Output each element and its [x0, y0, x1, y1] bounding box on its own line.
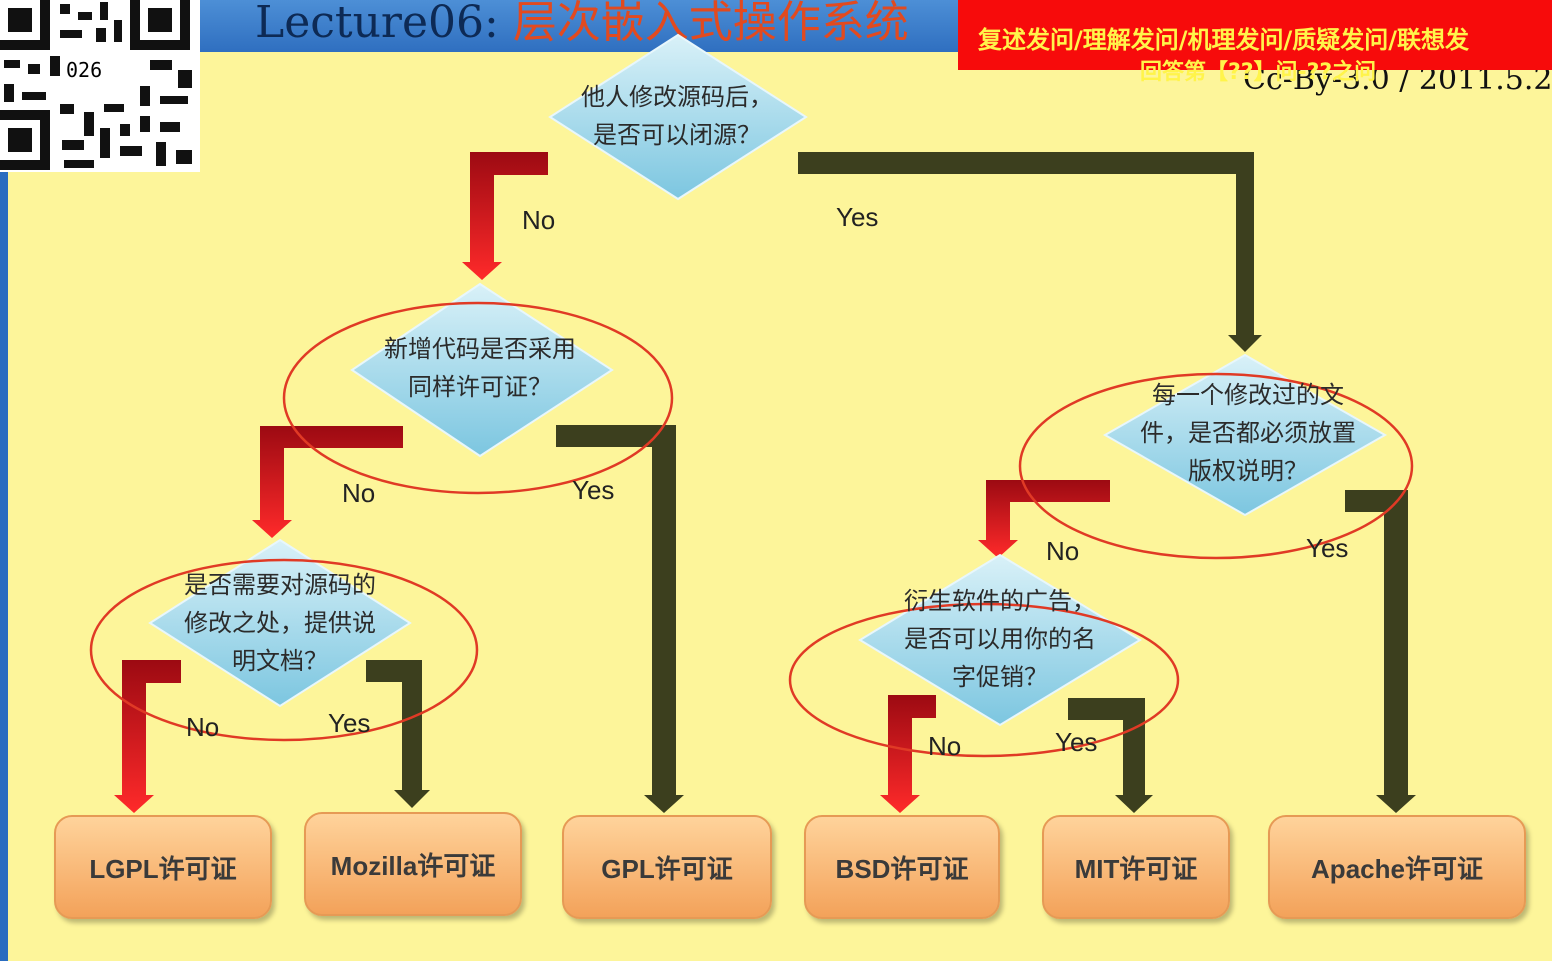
decision-line: 同样许可证？	[408, 373, 552, 401]
decision-name-promotion: 衍生软件的广告， 是否可以用你的名 字促销？	[870, 582, 1130, 696]
decision-line: 件，是否都必须放置	[1140, 419, 1356, 447]
branch-label-no: No	[186, 712, 220, 742]
decision-line: 每一个修改过的文	[1152, 381, 1344, 409]
decision-line: 是否可以闭源？	[593, 121, 761, 149]
license-box-bsd: BSD许可证	[804, 815, 1000, 919]
decision-line: 版权说明？	[1188, 457, 1308, 485]
qr-code-icon	[0, 0, 200, 172]
banner-answer-note: 回答第【??】问-??之问	[1140, 60, 1377, 85]
decision-diamonds	[148, 33, 1388, 727]
decision-line: 明文档？	[232, 647, 328, 675]
yes-arrows	[366, 152, 1416, 813]
diamond-name-promotion	[858, 553, 1142, 727]
branch-label-no: No	[1046, 536, 1080, 566]
license-box-mozilla: Mozilla许可证	[304, 812, 522, 916]
decision-closed-source: 他人修改源码后， 是否可以闭源？	[557, 78, 797, 154]
license-box-lgpl: LGPL许可证	[54, 815, 272, 919]
decision-line: 字促销？	[952, 663, 1048, 691]
license-box-apache: Apache许可证	[1268, 815, 1526, 919]
decision-line: 修改之处，提供说	[184, 609, 376, 637]
decision-line: 是否可以用你的名	[904, 625, 1096, 653]
branch-label-no: No	[522, 205, 556, 235]
decision-document-changes: 是否需要对源码的 修改之处，提供说 明文档？	[160, 566, 400, 680]
decision-line: 是否需要对源码的	[184, 571, 376, 599]
decision-copyright-notice: 每一个修改过的文 件，是否都必须放置 版权说明？	[1108, 376, 1388, 490]
banner-question-types: 复述发问/理解发问/机理发问/质疑发问/联想发	[978, 26, 1470, 54]
highlight-circles	[89, 301, 1414, 758]
diamond-same-license	[350, 282, 614, 458]
decision-line: 他人修改源码后，	[581, 83, 773, 111]
qr-code-label: 026	[62, 58, 107, 82]
diamond-copyright-notice	[1102, 353, 1388, 517]
branch-label-no: No	[342, 478, 376, 508]
red-banner	[958, 0, 1552, 70]
decision-same-license: 新增代码是否采用 同样许可证？	[360, 330, 600, 406]
branch-label-yes: Yes	[328, 708, 371, 738]
branch-label-yes: Yes	[1055, 727, 1098, 757]
diamond-closed-source	[548, 33, 808, 201]
branch-label-yes: Yes	[572, 475, 615, 505]
page-title: Lecture06: 层次嵌入式操作系统	[255, 0, 909, 50]
qr-code: 026	[0, 0, 200, 172]
branch-label-yes: Yes	[836, 202, 879, 232]
license-box-mit: MIT许可证	[1042, 815, 1230, 919]
no-arrows	[114, 152, 1110, 813]
decision-line: 新增代码是否采用	[384, 335, 576, 363]
title-highlight: 层次嵌入式操作系统	[512, 0, 909, 48]
decision-line: 衍生软件的广告，	[904, 587, 1096, 615]
diamond-document-changes	[148, 538, 412, 708]
title-prefix: Lecture06:	[255, 0, 499, 48]
left-accent-bar	[0, 170, 8, 961]
license-box-gpl: GPL许可证	[562, 815, 772, 919]
branch-label-no: No	[928, 731, 962, 761]
branch-label-yes: Yes	[1306, 533, 1349, 563]
